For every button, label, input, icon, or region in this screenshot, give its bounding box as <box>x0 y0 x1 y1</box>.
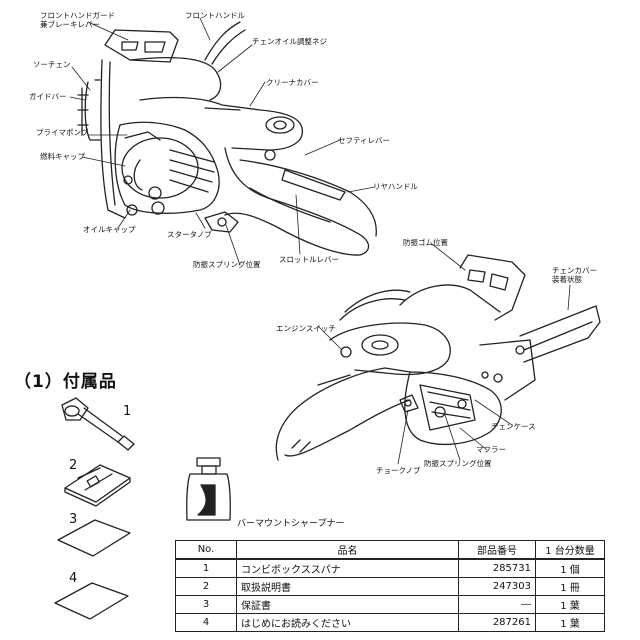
bar-mount-sharpener-label: バーマウントシャープナー <box>237 519 345 529</box>
table-row: 4 はじめにお読みください 287261 1 葉 <box>175 613 605 632</box>
accessories-table: No. 品名 部品番号 1 台分数量 1 コンビボックススパナ 285731 1… <box>175 540 605 632</box>
row-quantity: 1 冊 <box>535 577 605 596</box>
row-quantity: 1 葉 <box>535 595 605 614</box>
label-muffler: マフラー <box>476 445 506 454</box>
label-vibration-spring-1: 防振スプリング位置 <box>193 260 261 269</box>
chainsaw-right-view-illustration <box>275 254 601 461</box>
row-name: コンビボックススパナ <box>236 558 459 578</box>
header-part-number: 部品番号 <box>458 540 536 560</box>
row-no: 1 <box>175 558 237 578</box>
accessory-number-1: 1 <box>123 404 132 419</box>
manual-booklet-drawing <box>64 464 131 507</box>
label-cleaner-cover: クリーナカバー <box>266 78 319 87</box>
row-part-number: 247303 <box>458 577 536 596</box>
table-header-row: No. 品名 部品番号 1 台分数量 <box>175 540 605 560</box>
label-vibration-spring-2: 防振スプリング位置 <box>424 459 492 468</box>
label-chain-cover: チェンカバー 装着状態 <box>552 266 597 284</box>
table-row: 1 コンビボックススパナ 285731 1 個 <box>175 558 605 578</box>
label-front-handle: フロントハンドル <box>185 11 245 20</box>
row-name: 保証書 <box>236 595 459 614</box>
label-oil-cap: オイルキャップ <box>83 225 136 234</box>
label-starter-knob: スタータノブ <box>167 230 212 239</box>
row-quantity: 1 個 <box>535 558 605 578</box>
label-rear-handle: リヤハンドル <box>373 182 418 191</box>
label-safety-lever: セフティレバー <box>338 136 391 145</box>
label-engine-switch: エンジンスイッチ <box>276 324 336 333</box>
accessory-number-3: 3 <box>69 512 78 527</box>
row-part-number: 285731 <box>458 558 536 578</box>
label-fuel-cap: 燃料キャップ <box>40 152 85 161</box>
row-no: 3 <box>175 595 237 614</box>
label-primer-pump: プライマポンプ <box>36 128 89 137</box>
box-spanner-drawing <box>61 397 135 451</box>
header-name: 品名 <box>236 540 459 560</box>
row-no: 2 <box>175 577 237 596</box>
label-chain-case: チェンケース <box>491 422 536 431</box>
header-quantity: 1 台分数量 <box>535 540 605 560</box>
accessories-heading: （1）付属品 <box>14 372 117 392</box>
chainsaw-left-view-illustration <box>77 21 377 256</box>
bar-mount-sharpener-drawing <box>186 457 231 521</box>
label-choke-knob: チョークノブ <box>376 466 421 475</box>
row-name: はじめにお読みください <box>236 613 459 632</box>
warranty-sheet-drawing <box>57 519 131 557</box>
row-part-number: 287261 <box>458 613 536 632</box>
label-saw-chain: ソーチェン <box>33 60 71 69</box>
label-vibration-rubber: 防振ゴム位置 <box>403 238 448 247</box>
header-no: No. <box>175 540 237 560</box>
row-quantity: 1 葉 <box>535 613 605 632</box>
row-part-number: ― <box>458 595 536 614</box>
instruction-sheet-drawing <box>54 582 129 620</box>
leader-lines <box>69 17 571 465</box>
label-chain-oil-screw: チェンオイル調整ネジ <box>252 37 327 46</box>
row-name: 取扱説明書 <box>236 577 459 596</box>
label-throttle-lever: スロットルレバー <box>279 255 339 264</box>
label-guide-bar: ガイドバー <box>29 92 67 101</box>
accessory-number-2: 2 <box>69 458 78 473</box>
accessory-number-4: 4 <box>69 571 78 586</box>
row-no: 4 <box>175 613 237 632</box>
table-row: 3 保証書 ― 1 葉 <box>175 595 605 614</box>
table-row: 2 取扱説明書 247303 1 冊 <box>175 577 605 596</box>
label-front-hand-guard: フロントハンドガード 兼ブレーキレバー <box>40 11 115 29</box>
